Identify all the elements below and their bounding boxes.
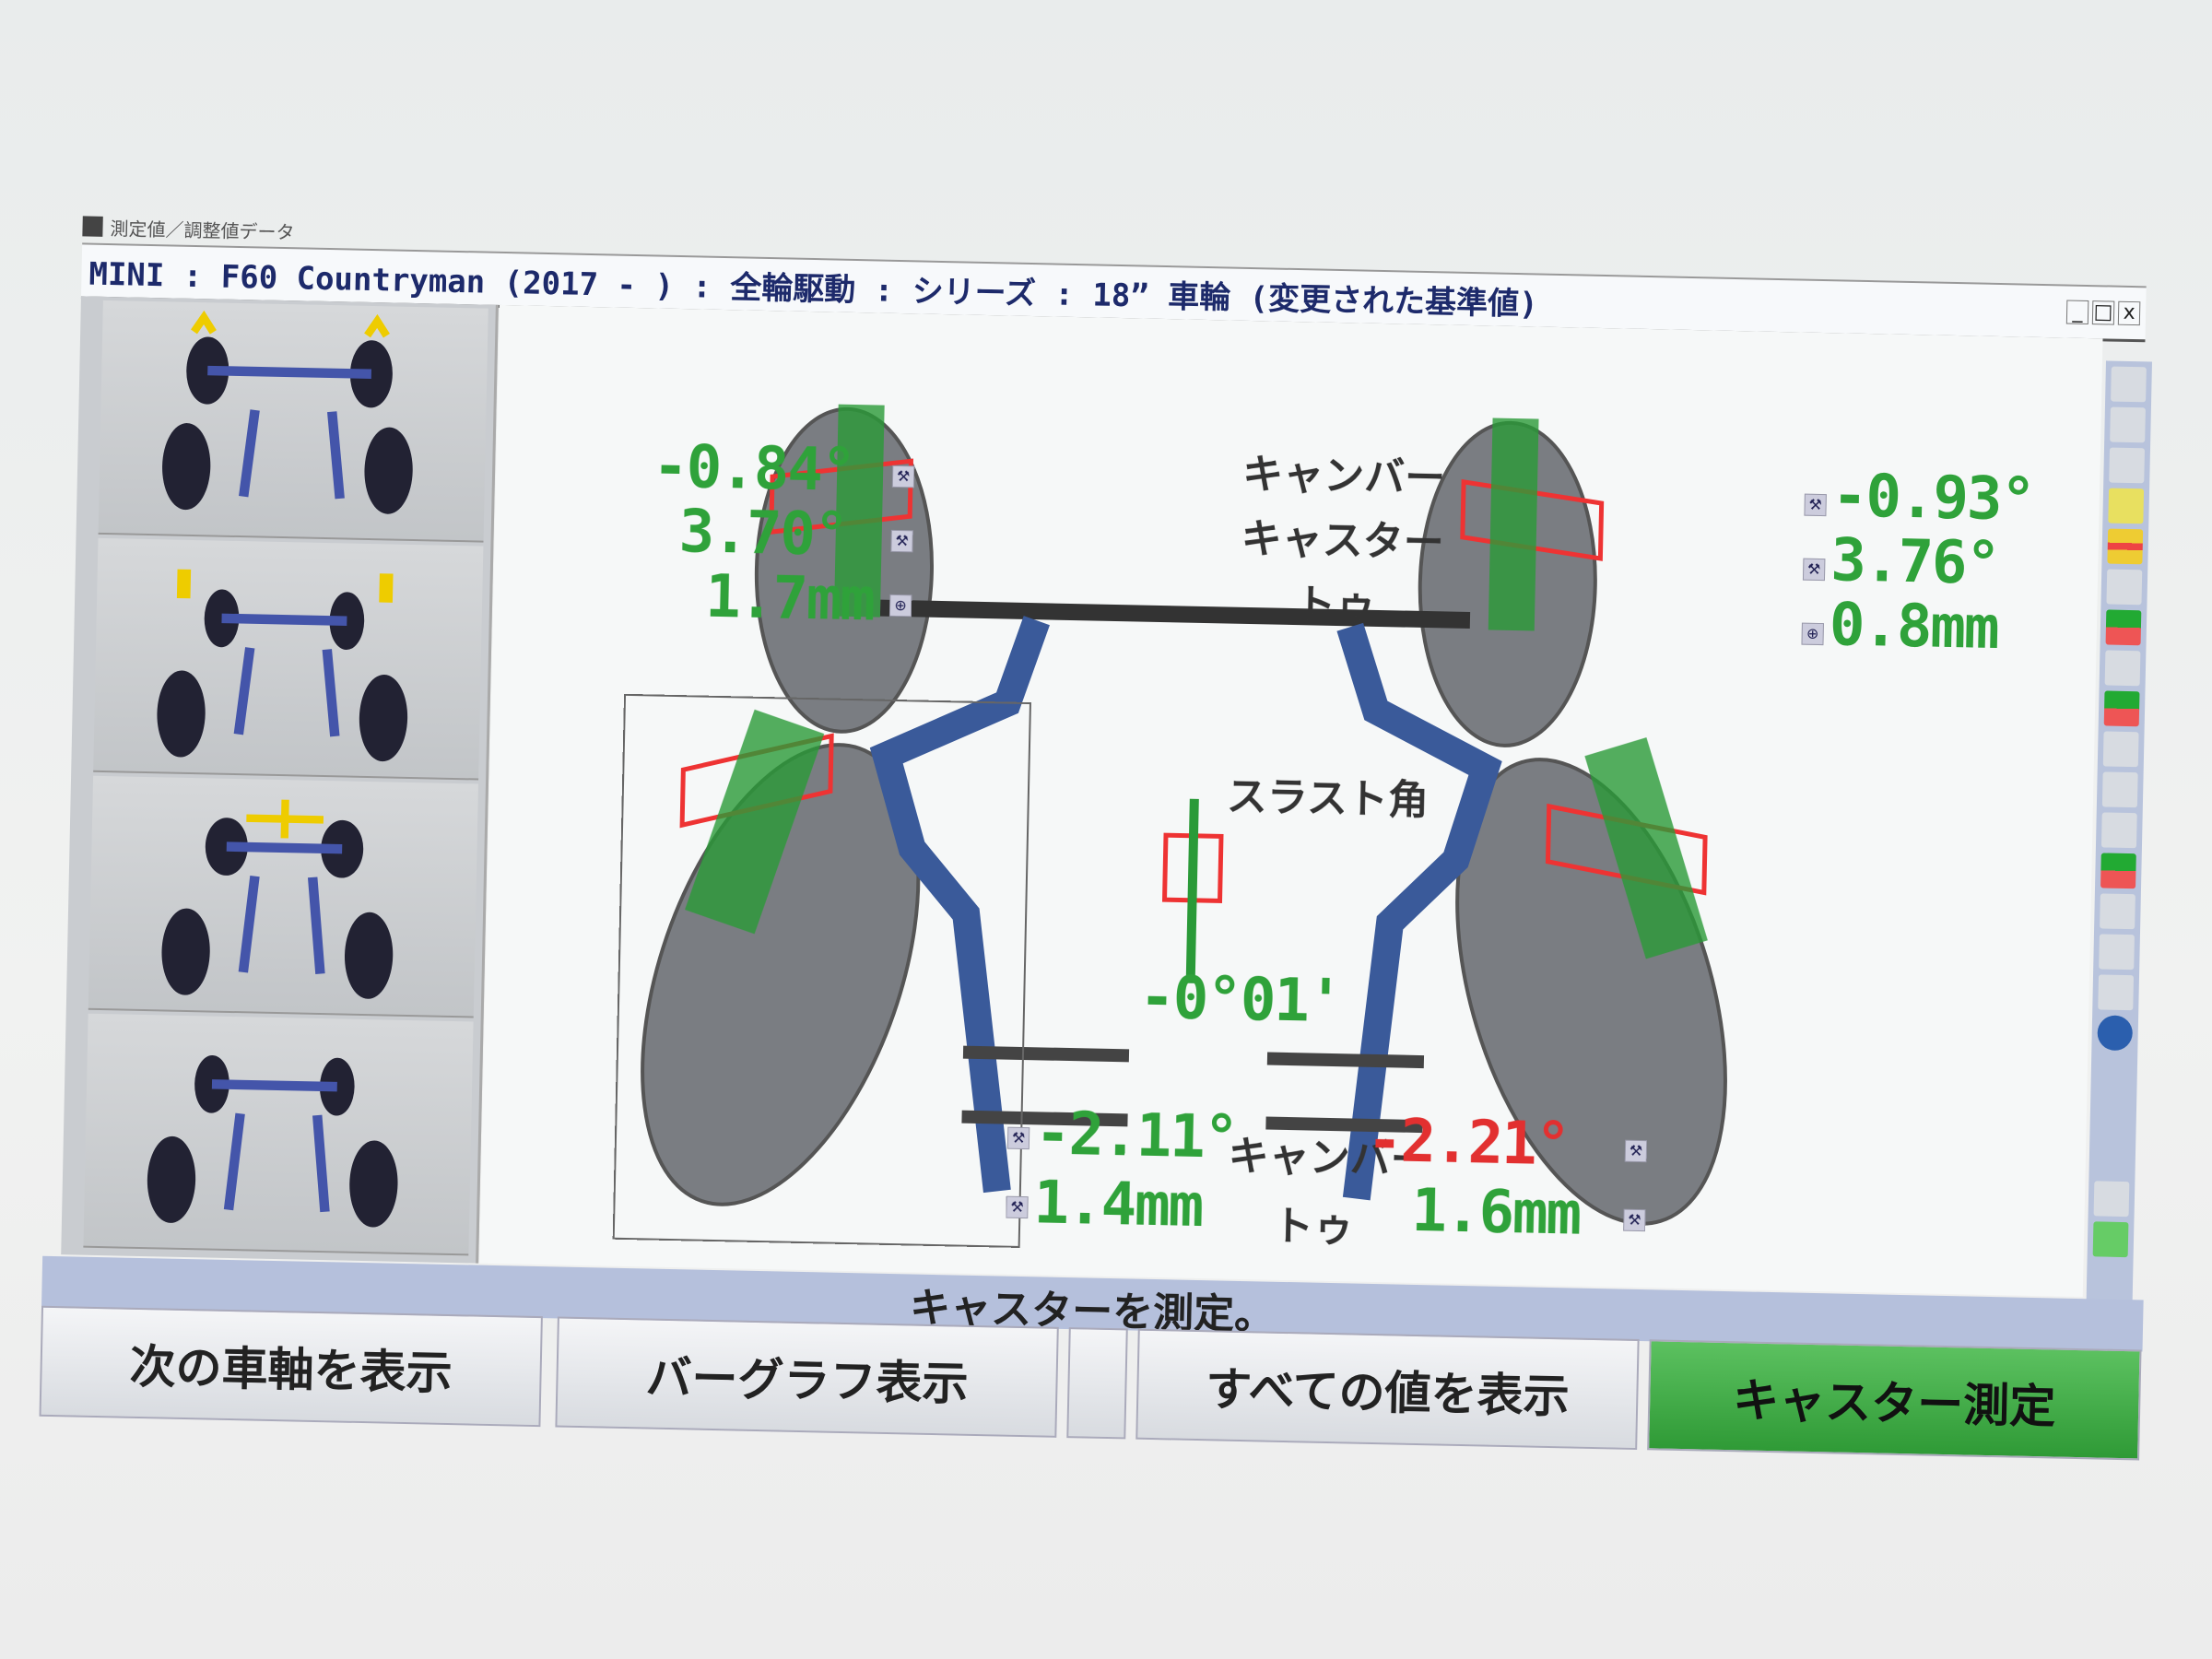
caster-measure-button[interactable]: キャスター測定 (1647, 1339, 2142, 1461)
rear-right-toe: 1.6mm (1410, 1176, 1581, 1249)
front-left-caster: 3.70° (677, 498, 849, 570)
front-left-toe: 1.7mm (704, 562, 875, 635)
tolerance-icon[interactable] (2109, 447, 2146, 484)
front-right-caster: 3.76° (1830, 526, 2000, 599)
wrench-icon[interactable]: ⚒ (1802, 558, 1826, 582)
wrench-icon[interactable]: ⚒ (891, 465, 915, 488)
next-axle-button[interactable]: 次の車軸を表示 (39, 1305, 543, 1428)
caption-text: 測定値／調整値データ (110, 217, 295, 243)
wrench-icon[interactable]: ⚒ (1624, 1139, 1648, 1163)
label-thrust-angle: スラスト角 (1226, 772, 1430, 825)
zoom-icon[interactable] (1066, 1327, 1128, 1440)
rear-label-toe: トゥ (1272, 1202, 1355, 1252)
lock-icon[interactable]: ⊕ (1801, 622, 1824, 646)
thumbnail-camber-view[interactable] (98, 300, 488, 543)
label-camber: キャンバー (1241, 450, 1446, 502)
thumbnail-toe-view[interactable] (88, 775, 478, 1018)
lift-icon[interactable] (2100, 893, 2136, 930)
bar-graph-icon[interactable] (2107, 528, 2144, 565)
wrench-icon[interactable]: ⚒ (1623, 1208, 1646, 1232)
rear-right-camber: -2.21° (1366, 1106, 1571, 1180)
thumbnail-caster-view[interactable] (93, 537, 484, 781)
front-right-camber: -0.93° (1831, 462, 2035, 535)
view-thumbnails (61, 296, 499, 1264)
rear-left-camber: -2.11° (1034, 1100, 1239, 1172)
show-all-values-button[interactable]: すべての値を表示 (1135, 1328, 1640, 1451)
label-caster: キャスター (1241, 514, 1445, 567)
axle-icon[interactable] (2102, 731, 2139, 768)
sensor-icon[interactable] (2098, 974, 2135, 1011)
app-icon (82, 216, 103, 237)
wrench-icon[interactable]: ⚒ (1006, 1126, 1030, 1150)
alignment-diagram: -0.84° 3.70° 1.7mm ⚒ ⚒ ⊕ キャンバー キャスター トゥ … (479, 304, 2103, 1298)
minimize-button[interactable]: _ (2065, 300, 2089, 325)
wrench-icon[interactable]: ⚒ (1006, 1195, 1029, 1219)
print-icon[interactable] (2111, 366, 2147, 403)
steering-icon[interactable] (2106, 569, 2143, 606)
vehicle-axle-icon[interactable] (2093, 1181, 2130, 1218)
thrust-angle-value: -0°01' (1138, 963, 1343, 1037)
values-icon[interactable] (2105, 609, 2142, 646)
wrench-icon[interactable]: ⚒ (1804, 493, 1827, 517)
front-right-toe: 0.8mm (1829, 591, 1999, 664)
wrench-icon[interactable]: ⚒ (890, 529, 913, 553)
suspension-illustration (612, 404, 1727, 1248)
values-icon[interactable] (2100, 853, 2136, 889)
thumbnail-overview[interactable] (83, 1013, 474, 1256)
globe-icon[interactable] (2097, 1015, 2134, 1052)
axle-icon[interactable] (2101, 771, 2138, 808)
rear-left-toe: 1.4mm (1032, 1169, 1203, 1241)
specs-icon[interactable] (2110, 406, 2146, 443)
front-left-camber: -0.84° (652, 432, 856, 506)
exhaust-pipes (869, 616, 1502, 1201)
close-button[interactable]: x (2117, 300, 2141, 326)
maximize-button[interactable]: □ (2091, 300, 2115, 325)
lock-icon[interactable]: ⊕ (888, 594, 912, 618)
hat-icon[interactable] (2099, 934, 2135, 971)
alignment-window: 測定値／調整値データ MINI : F60 Countryman (2017 -… (39, 207, 2165, 1467)
values-icon[interactable] (2103, 690, 2140, 727)
steering-icon[interactable] (2100, 812, 2137, 849)
vehicle-axle-icon[interactable] (2092, 1221, 2129, 1258)
adjust-icon[interactable] (2108, 488, 2145, 524)
bar-graph-button[interactable]: バーグラフ表示 (555, 1316, 1059, 1438)
camera-icon[interactable] (2104, 650, 2141, 687)
label-toe: トゥ (1294, 581, 1377, 629)
